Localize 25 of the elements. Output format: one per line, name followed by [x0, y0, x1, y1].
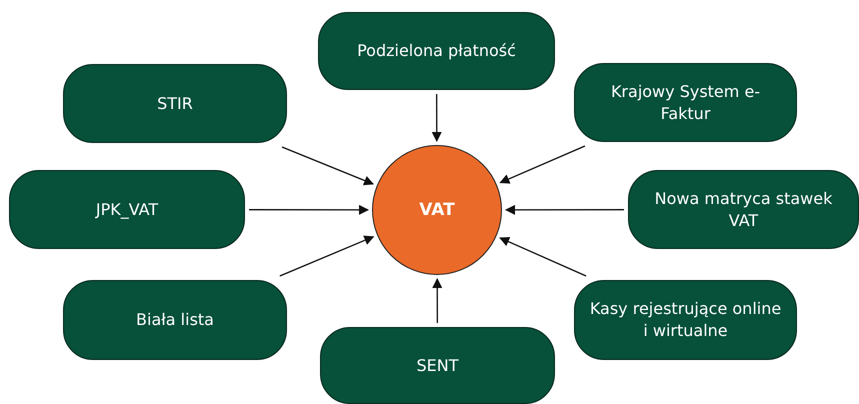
topic-label: JPK_VAT — [96, 198, 158, 220]
arrow — [499, 145, 586, 184]
topic-box — [63, 280, 287, 360]
topic-box — [574, 63, 797, 142]
arrow — [280, 236, 374, 277]
topic-box — [318, 12, 555, 90]
topic-box — [574, 280, 797, 360]
arrow — [432, 94, 442, 142]
arrow — [505, 204, 624, 215]
topic-label: Kasy rejestrujące online i wirtualne — [589, 298, 782, 342]
topic-box — [628, 170, 859, 249]
topic-label: Podzielona płatność — [357, 40, 516, 62]
topic-label: SENT — [416, 354, 458, 376]
topic-label: STIR — [157, 92, 193, 114]
topic-label: Biała lista — [136, 309, 214, 331]
arrow — [249, 204, 369, 215]
topic-box — [63, 64, 287, 143]
topic-box — [9, 170, 245, 249]
topic-label: Krajowy System e-Faktur — [610, 80, 762, 124]
topic-box — [320, 327, 555, 404]
arrow — [282, 146, 374, 186]
center-label: VAT — [419, 200, 455, 220]
topic-label: Nowa matryca stawek VAT — [654, 188, 834, 232]
arrow — [499, 237, 586, 277]
arrow — [432, 278, 442, 323]
